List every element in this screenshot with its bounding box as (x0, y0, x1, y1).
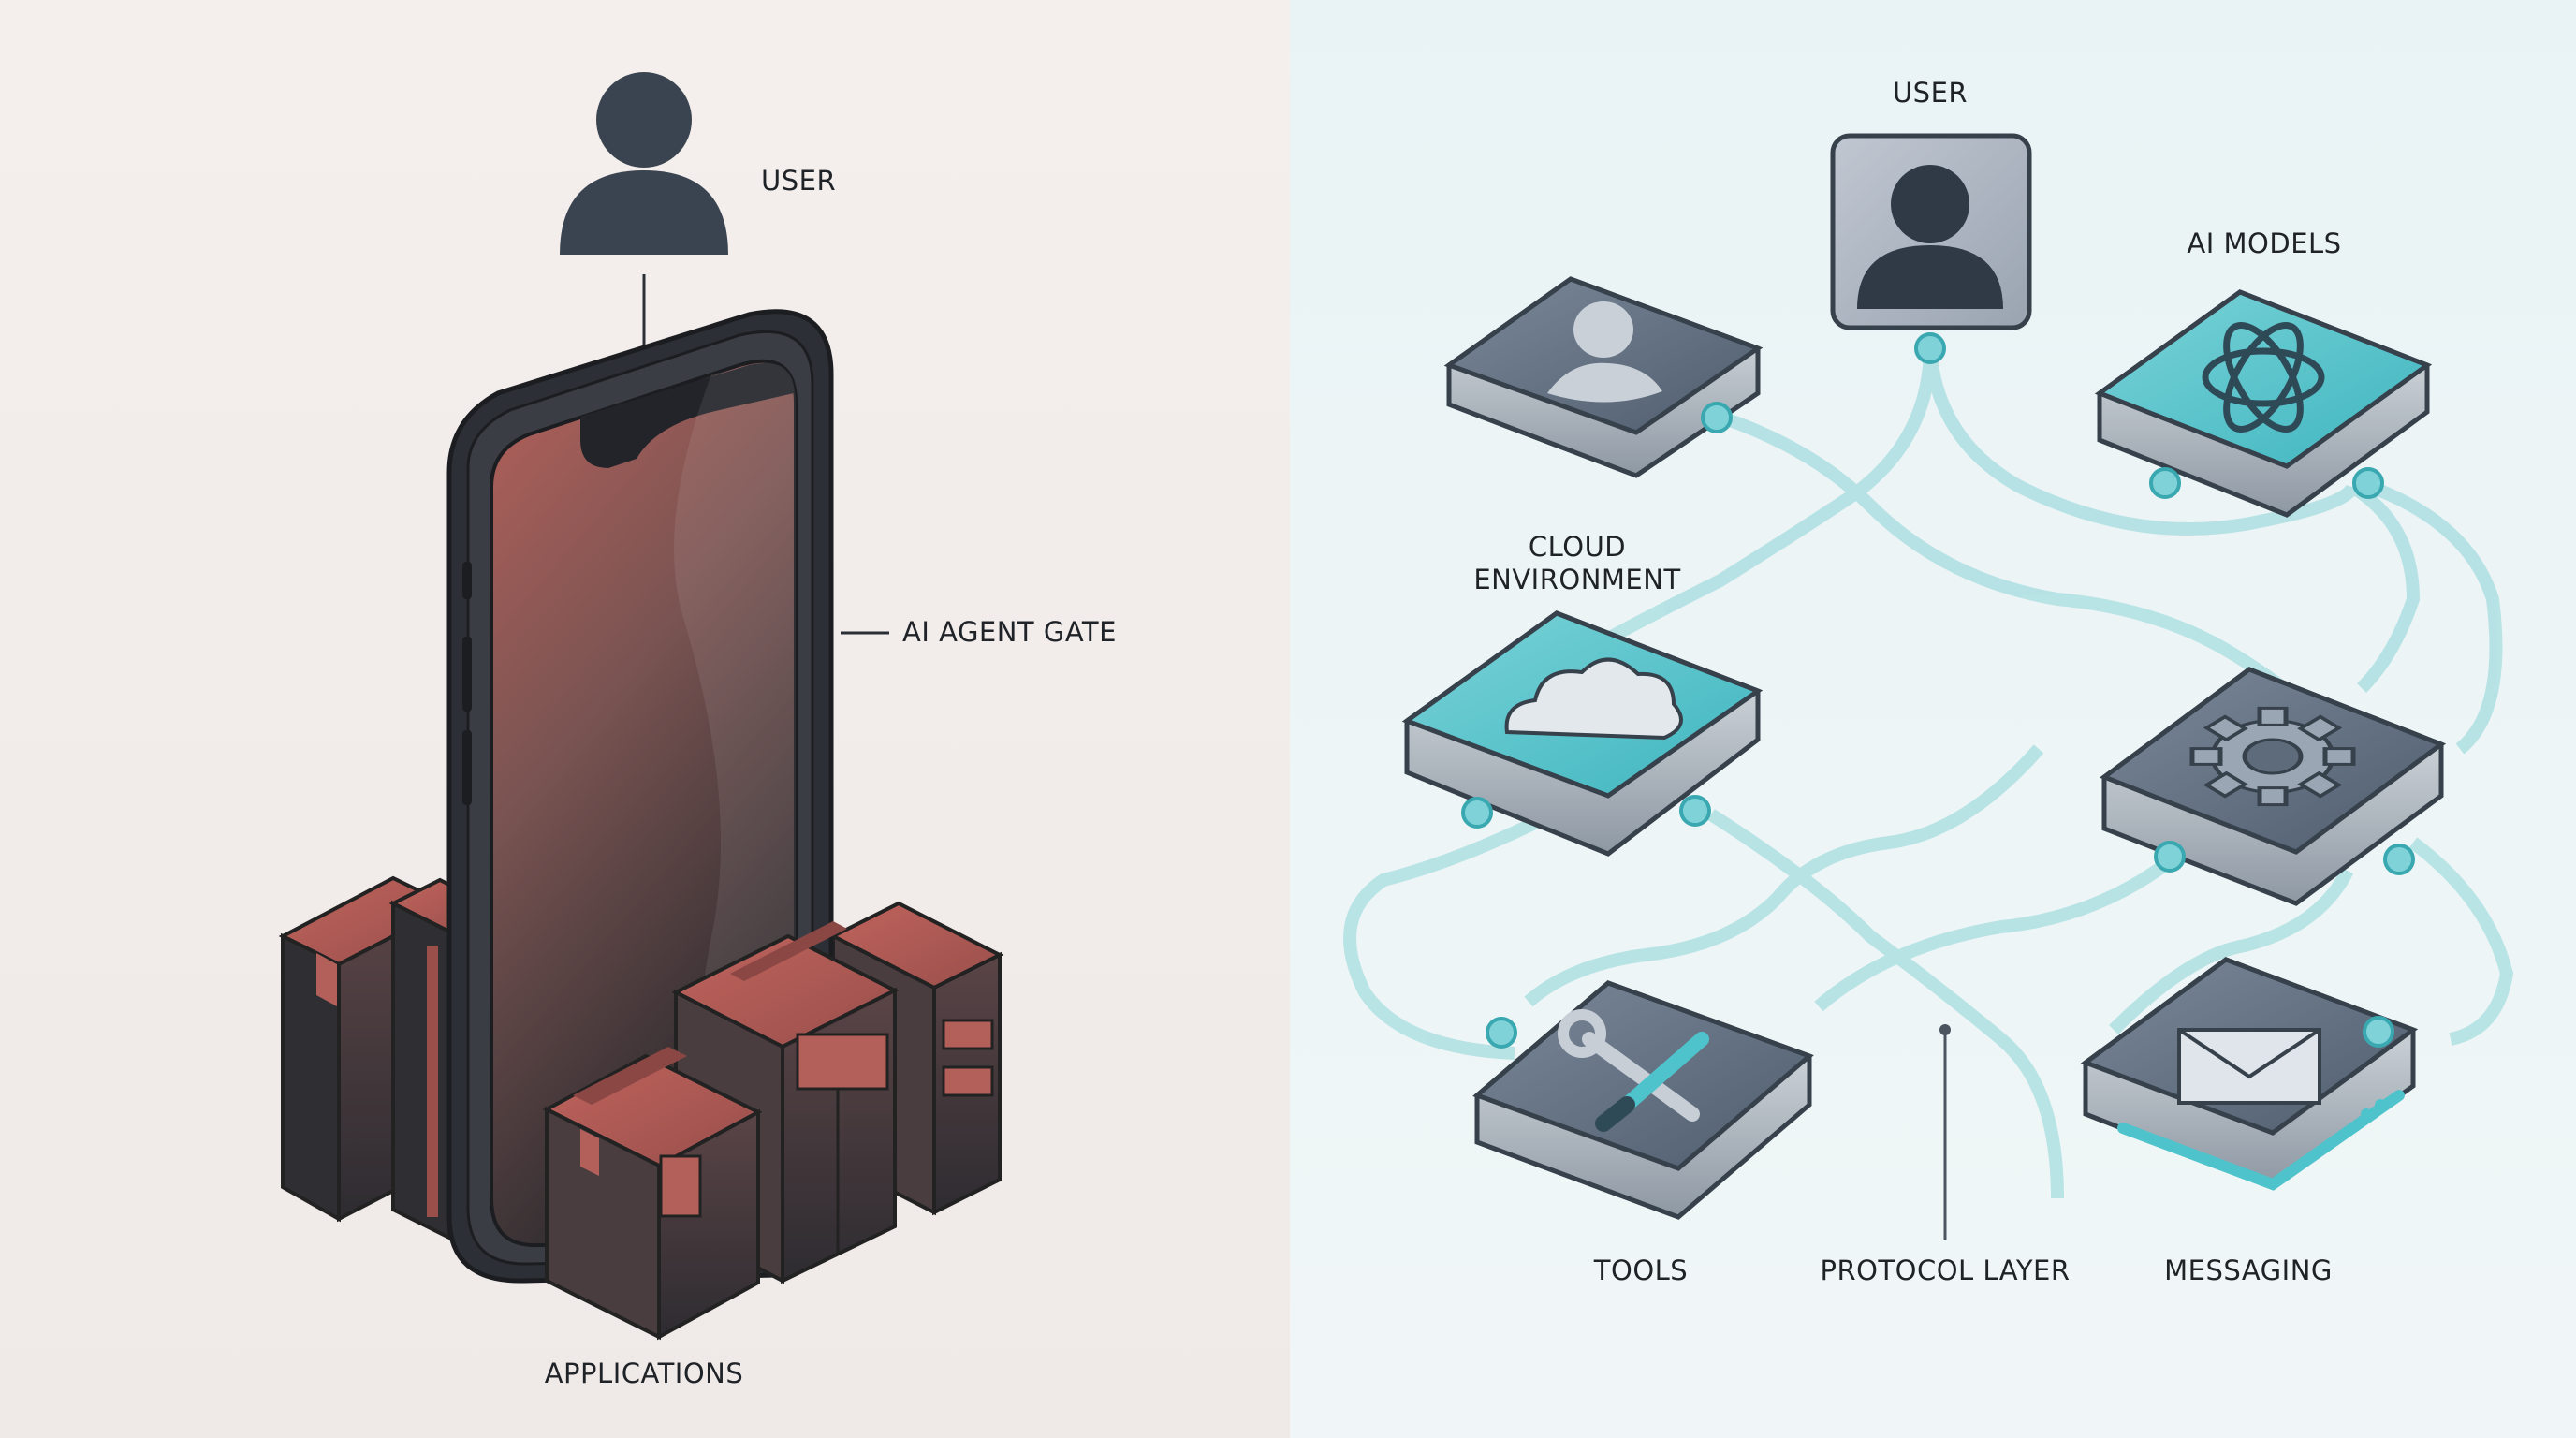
ai-model-icon (2094, 289, 2433, 518)
user-icon (1830, 133, 2032, 330)
right-panel: USER AI MODELS CLOUD ENVIRONMENT TOOLS P… (1290, 0, 2576, 1438)
cloud-icon (1401, 610, 1764, 857)
app-box-icon (542, 1047, 763, 1341)
tools-label: TOOLS (1593, 1255, 1689, 1286)
ai-models-label: AI MODELS (2187, 227, 2342, 259)
applications-label: APPLICATIONS (544, 1357, 744, 1389)
ai-agent-gate-label: AI AGENT GATE (902, 616, 1117, 648)
user-icon (560, 72, 728, 255)
left-diagram (278, 72, 1004, 1341)
tools-icon (1472, 980, 1814, 1220)
protocol-layer-label: PROTOCOL LAYER (1820, 1255, 2071, 1286)
left-panel: USER AI AGENT GATE APPLICATIONS (0, 0, 1290, 1438)
person-icon (1443, 276, 1764, 478)
cloud-environment-label-line1: CLOUD (1528, 531, 1627, 563)
user-label: USER (1892, 77, 1969, 109)
envelope-icon (2080, 957, 2419, 1191)
cloud-environment-label-line2: ENVIRONMENT (1473, 564, 1681, 595)
messaging-label: MESSAGING (2164, 1255, 2333, 1286)
user-label: USER (761, 165, 837, 197)
gear-icon (2099, 667, 2447, 906)
right-diagram (1343, 133, 2514, 1240)
